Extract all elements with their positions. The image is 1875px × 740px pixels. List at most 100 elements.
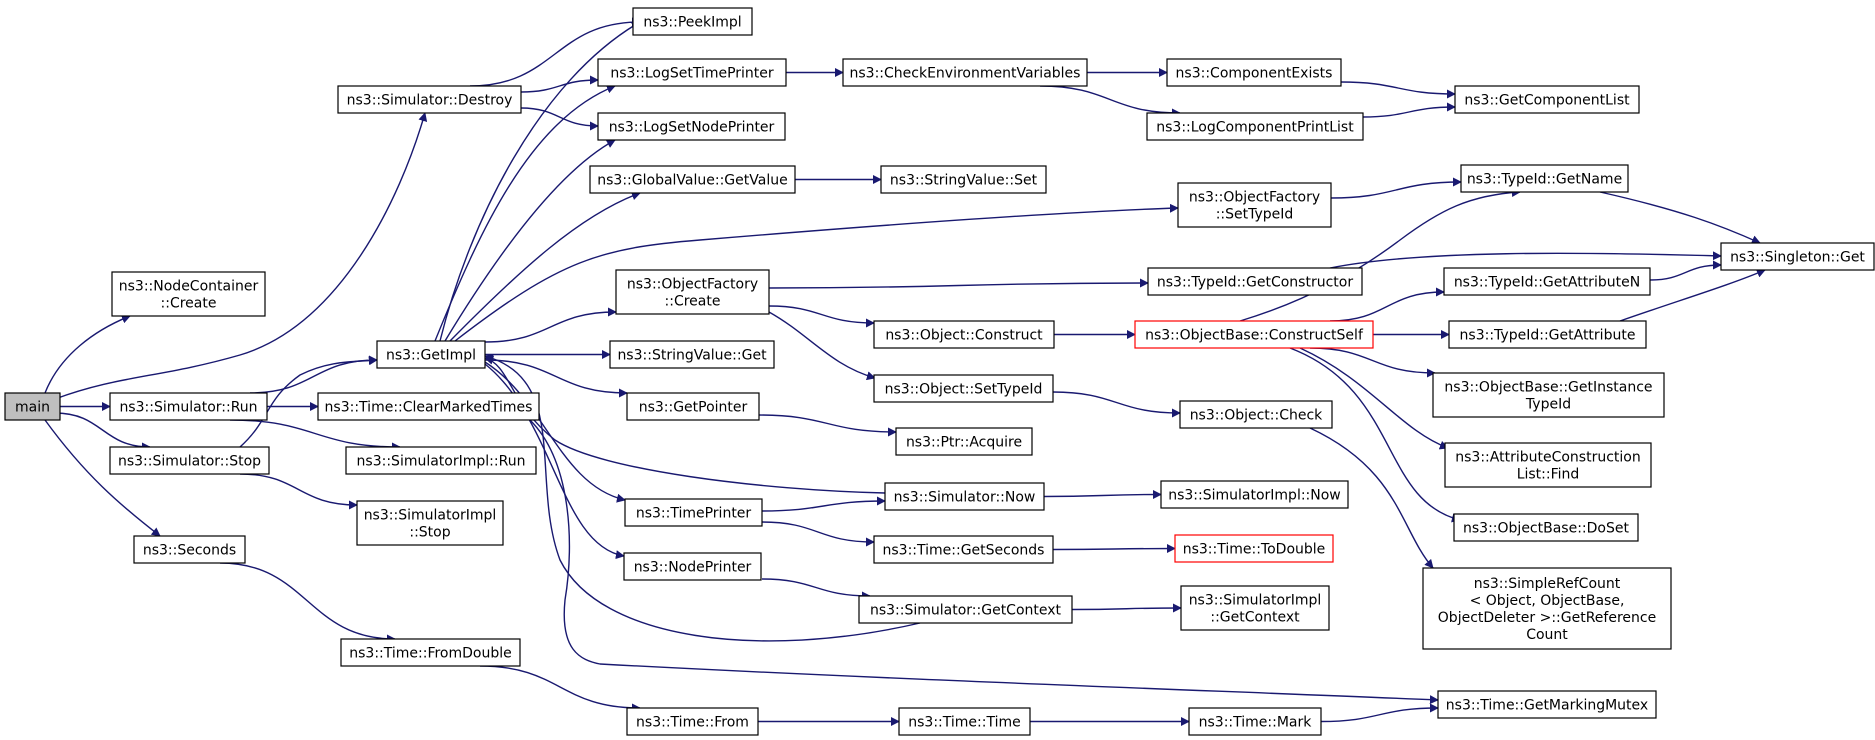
node-componentexists[interactable]: ns3::ComponentExists — [1166, 58, 1342, 87]
node-label: ns3::Object::Check — [1190, 408, 1323, 424]
node-time-mark[interactable]: ns3::Time::Mark — [1188, 707, 1322, 736]
edge-path-getimpl-to-logsetnodeprinter — [444, 139, 616, 342]
node-object-construct[interactable]: ns3::Object::Construct — [873, 320, 1055, 349]
node-objectbase-doset[interactable]: ns3::ObjectBase::DoSet — [1453, 513, 1639, 542]
node-time-fromdouble[interactable]: ns3::Time::FromDouble — [340, 638, 521, 667]
node-simplerefcount[interactable]: ns3::SimpleRefCount< Object, ObjectBase,… — [1422, 567, 1672, 650]
node-label: ns3::ComponentExists — [1176, 66, 1333, 82]
node-label: ::SetTypeId — [1216, 207, 1294, 223]
edge-path-time-fromdouble-to-time-from — [479, 665, 641, 713]
node-checkenvvars[interactable]: ns3::CheckEnvironmentVariables — [842, 58, 1088, 87]
node-time-time[interactable]: ns3::Time::Time — [898, 707, 1031, 736]
node-box — [880, 165, 1047, 194]
node-label: ns3::ObjectBase::ConstructSelf — [1145, 328, 1364, 344]
node-sim-destroy[interactable]: ns3::Simulator::Destroy — [337, 85, 522, 114]
node-nodecontainer-create[interactable]: ns3::NodeContainer::Create — [111, 271, 266, 317]
node-box — [4, 392, 61, 421]
edge-typeid-getattribute-to-singleton-get — [1619, 269, 1766, 322]
node-stringvalue-get[interactable]: ns3::StringValue::Get — [609, 340, 775, 369]
edge-time-fromdouble-to-time-from — [479, 665, 641, 713]
node-typeid-getattributen[interactable]: ns3::TypeId::GetAttributeN — [1443, 267, 1651, 296]
node-box — [376, 340, 486, 369]
node-objectfactory-create[interactable]: ns3::ObjectFactory::Create — [615, 269, 770, 315]
node-box — [873, 320, 1055, 349]
node-peekimpl[interactable]: ns3::PeekImpl — [632, 7, 753, 36]
node-simimpl-getcontext[interactable]: ns3::SimulatorImpl::GetContext — [1180, 585, 1330, 631]
node-logcomponentprintlist[interactable]: ns3::LogComponentPrintList — [1146, 112, 1364, 141]
edge-simulator-getcontext-to-simulatorimpl-getcontext — [1071, 603, 1182, 613]
edge-simulator-stop-to-simulatorimpl-stop — [239, 473, 358, 510]
node-label: ObjectDeleter >::GetReference — [1438, 610, 1656, 626]
node-sim-run[interactable]: ns3::Simulator::Run — [109, 392, 268, 421]
node-box — [615, 269, 770, 315]
node-typeid-getconstructor[interactable]: ns3::TypeId::GetConstructor — [1147, 267, 1363, 296]
edge-path-getimpl-to-nodeprinter — [484, 363, 625, 560]
node-label: ns3::Time::ClearMarkedTimes — [325, 400, 533, 416]
node-simimpl-now[interactable]: ns3::SimulatorImpl::Now — [1160, 480, 1349, 509]
node-logsettimeprinter[interactable]: ns3::LogSetTimePrinter — [597, 58, 787, 87]
node-logsetnodeprinter[interactable]: ns3::LogSetNodePrinter — [597, 112, 786, 141]
node-ptr-acquire[interactable]: ns3::Ptr::Acquire — [895, 427, 1033, 456]
node-sim-getcontext[interactable]: ns3::Simulator::GetContext — [858, 595, 1073, 624]
edge-path-componentexists-to-getcomponentlist — [1340, 81, 1456, 99]
edge-path-simulator-run-to-simulatorimpl-run — [229, 419, 401, 452]
node-label: ::Create — [161, 296, 217, 312]
node-box — [1180, 585, 1330, 631]
node-box — [340, 638, 521, 667]
node-time-todouble[interactable]: ns3::Time::ToDouble — [1174, 534, 1334, 563]
node-stringvalue-set[interactable]: ns3::StringValue::Set — [880, 165, 1047, 194]
edge-simulator-destroy-to-logsettimeprinter — [520, 75, 599, 93]
node-label: ns3::ObjectFactory — [627, 277, 758, 293]
node-sim-now[interactable]: ns3::Simulator::Now — [884, 482, 1045, 511]
node-label: ns3::GetComponentList — [1464, 93, 1630, 109]
node-label: ns3::SimulatorImpl::Run — [357, 454, 526, 470]
node-object-settypeid[interactable]: ns3::Object::SetTypeId — [873, 374, 1054, 403]
node-typeid-getattribute[interactable]: ns3::TypeId::GetAttribute — [1448, 320, 1647, 349]
edge-simulator-run-to-getimpl — [249, 355, 378, 394]
node-label: ns3::StringValue::Set — [890, 173, 1038, 189]
node-object-check[interactable]: ns3::Object::Check — [1179, 400, 1333, 429]
node-singleton-get[interactable]: ns3::Singleton::Get — [1720, 242, 1875, 271]
node-box — [1422, 567, 1672, 650]
node-time-getmarkingmutex[interactable]: ns3::Time::GetMarkingMutex — [1437, 690, 1657, 719]
node-box — [589, 165, 796, 194]
node-box — [1134, 320, 1374, 349]
edge-path-simulator-stop-to-simulatorimpl-stop — [239, 473, 358, 510]
edge-main-to-seconds — [44, 419, 161, 537]
node-timeprinter[interactable]: ns3::TimePrinter — [624, 498, 763, 527]
node-label: ns3::Ptr::Acquire — [906, 435, 1022, 451]
edge-path-objectfactory-settypeid-to-typeid-getname — [1330, 177, 1462, 199]
edge-objectbase-constructself-to-objectbase-doset — [1289, 347, 1461, 523]
node-nodeprinter[interactable]: ns3::NodePrinter — [623, 552, 762, 581]
edge-path-objectbase-constructself-to-typeid-getname — [1239, 187, 1521, 322]
node-box — [356, 500, 504, 546]
node-simimpl-run[interactable]: ns3::SimulatorImpl::Run — [345, 446, 537, 475]
node-time-from[interactable]: ns3::Time::From — [626, 707, 759, 736]
edge-path-nodeprinter-to-simulator-getcontext — [761, 578, 871, 601]
node-main[interactable]: main — [4, 392, 61, 421]
node-time-getseconds[interactable]: ns3::Time::GetSeconds — [873, 535, 1054, 564]
edge-path-seconds-to-time-fromdouble — [219, 562, 396, 644]
node-box — [1720, 242, 1875, 271]
node-box — [109, 392, 268, 421]
node-sim-stop[interactable]: ns3::Simulator::Stop — [109, 446, 270, 475]
node-label: ns3::Object::Construct — [885, 328, 1043, 344]
node-simimpl-stop[interactable]: ns3::SimulatorImpl::Stop — [356, 500, 504, 546]
node-label: Count — [1526, 627, 1568, 643]
node-label: ns3::NodePrinter — [634, 560, 752, 576]
node-globalvalue-getvalue[interactable]: ns3::GlobalValue::GetValue — [589, 165, 796, 194]
node-box — [1177, 182, 1332, 228]
node-label: ::Create — [665, 294, 721, 310]
node-time-clearmarkedtimes[interactable]: ns3::Time::ClearMarkedTimes — [317, 392, 540, 421]
node-typeid-getname[interactable]: ns3::TypeId::GetName — [1460, 164, 1629, 193]
node-seconds[interactable]: ns3::Seconds — [133, 535, 246, 564]
edge-path-getimpl-to-objectfactory-settypeid — [454, 203, 1179, 342]
node-getimpl[interactable]: ns3::GetImpl — [376, 340, 486, 369]
node-getcomponentlist[interactable]: ns3::GetComponentList — [1454, 85, 1640, 114]
node-objectfactory-settypeid[interactable]: ns3::ObjectFactory::SetTypeId — [1177, 182, 1332, 228]
node-objectbase-constructself[interactable]: ns3::ObjectBase::ConstructSelf — [1134, 320, 1374, 349]
node-getpointer[interactable]: ns3::GetPointer — [626, 392, 760, 421]
edge-path-logcomponentprintlist-to-getcomponentlist — [1362, 102, 1456, 118]
